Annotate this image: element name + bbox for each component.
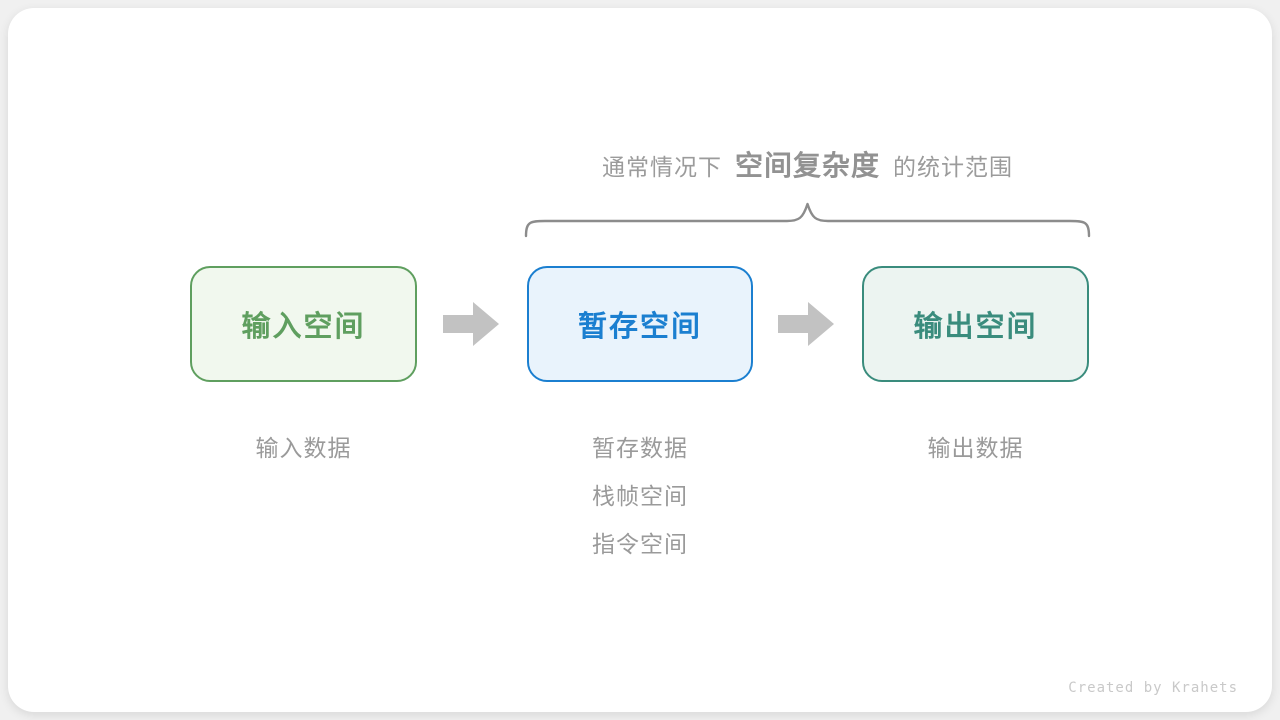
note-item: 输出数据 (927, 435, 1024, 461)
credit-text: Created by Krahets (1068, 680, 1238, 696)
scope-annotation: 通常情况下 空间复杂度 的统计范围 (525, 144, 1090, 188)
output-space-box: 输出空间 (862, 266, 1089, 382)
buffer-notes: 暂存数据 栈帧空间 指令空间 (527, 424, 753, 568)
annotation-prefix: 通常情况下 (601, 154, 722, 180)
buffer-space-label: 暂存空间 (577, 311, 702, 343)
input-space-box: 输入空间 (190, 266, 417, 382)
note-item: 输入数据 (255, 435, 352, 461)
input-notes: 输入数据 (190, 424, 417, 472)
note-item: 暂存数据 (592, 435, 688, 461)
input-space-label: 输入空间 (241, 311, 366, 343)
output-space-label: 输出空间 (913, 311, 1038, 343)
buffer-space-box: 暂存空间 (527, 266, 753, 382)
note-item: 指令空间 (592, 531, 688, 557)
note-item: 栈帧空间 (592, 483, 688, 509)
right-arrow-icon (778, 302, 834, 346)
annotation-highlight: 空间复杂度 (734, 150, 880, 181)
curly-brace (524, 202, 1091, 238)
output-notes: 输出数据 (862, 424, 1089, 472)
right-arrow-icon (443, 302, 499, 346)
annotation-suffix: 的统计范围 (893, 154, 1013, 180)
